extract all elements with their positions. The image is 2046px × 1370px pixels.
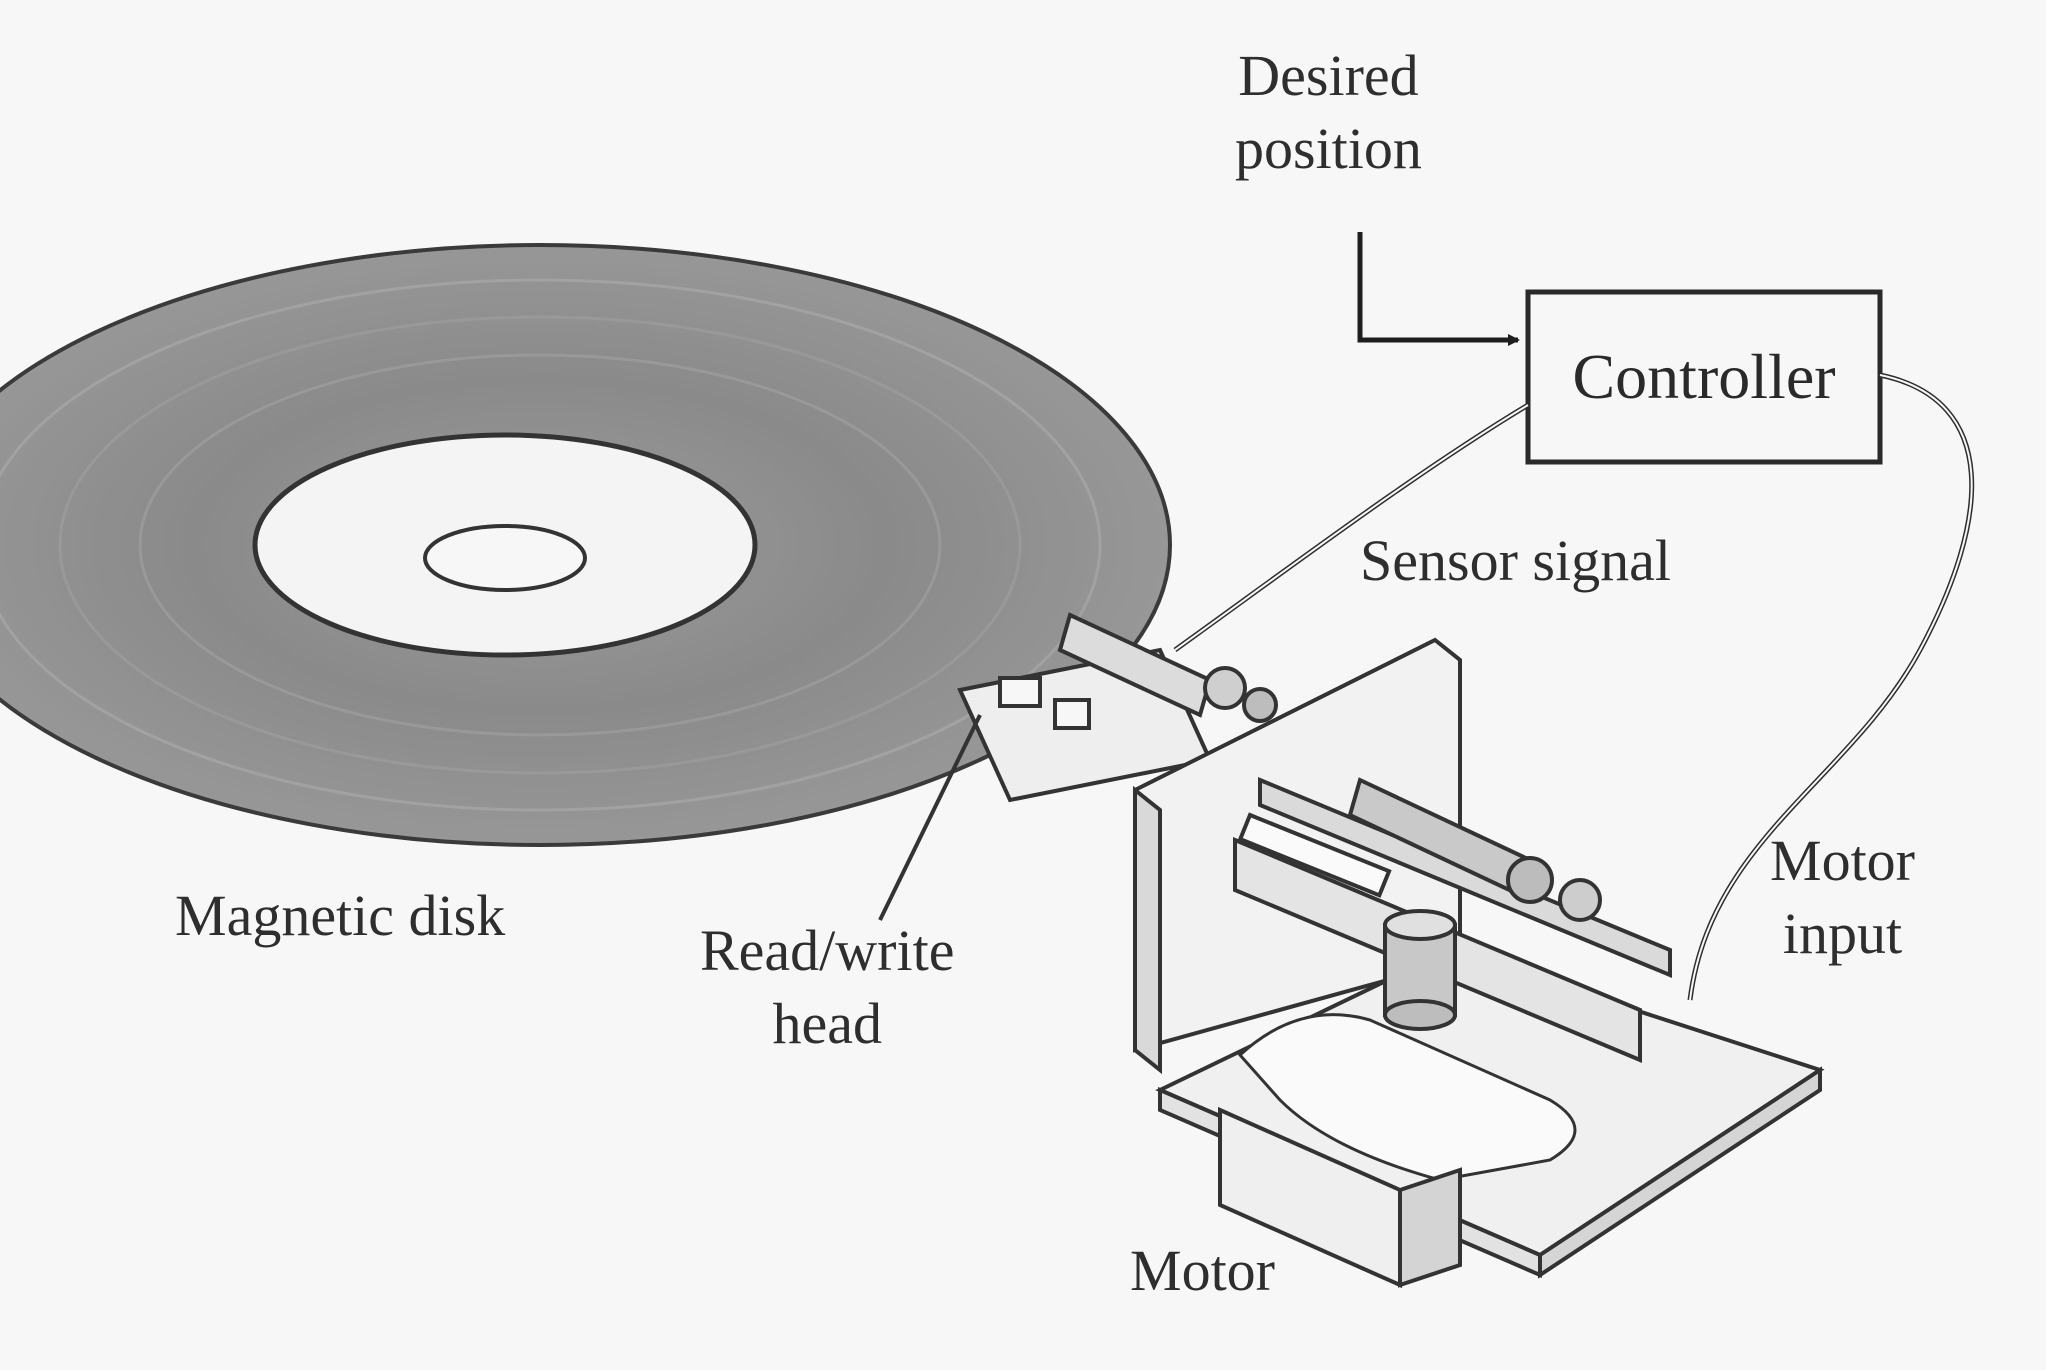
desired-position-label: Desired position [1235,40,1422,185]
controller-block: Controller [1525,289,1883,465]
magnetic-disk [0,243,1172,847]
actuator-assembly [1133,637,1825,1279]
motor-input-line2: input [1782,900,1903,966]
desired-position-line2: position [1235,115,1422,181]
controller-label: Controller [1572,341,1835,412]
motor-input-label: Motor input [1770,825,1915,970]
read-write-line1: Read/write [700,918,955,983]
read-write-line2: head [772,990,882,1056]
read-write-leader-line [878,714,982,921]
sensor-signal-label: Sensor signal [1360,528,1671,593]
magnetic-disk-label: Magnetic disk [175,883,506,948]
motor-label: Motor [1130,1238,1275,1303]
read-write-head-label: Read/write head [700,915,954,1060]
motor [1218,1106,1462,1289]
desired-position-arrow [1357,232,1520,346]
desired-position-line1: Desired [1238,43,1419,108]
read-write-head [957,612,1278,803]
motor-input-line1: Motor [1770,828,1915,893]
